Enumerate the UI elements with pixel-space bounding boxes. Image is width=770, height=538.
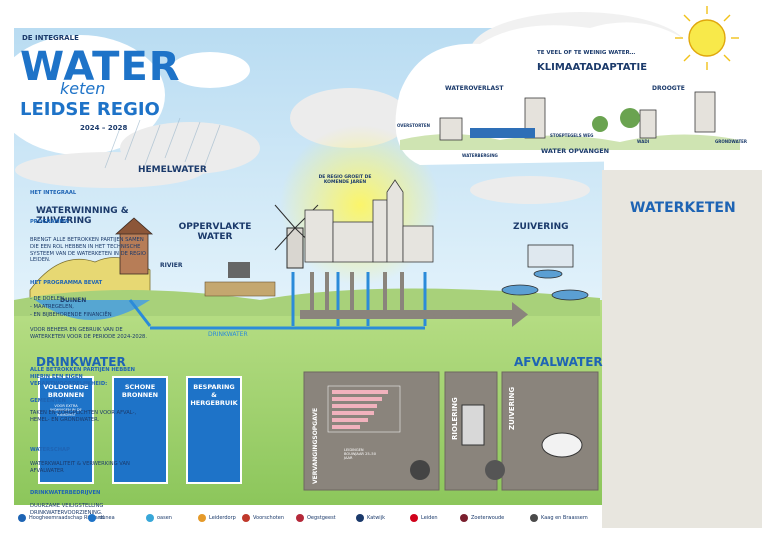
footer-logo-text: Zoeterwoude: [471, 515, 505, 521]
card-title: SCHONE BRONNEN: [121, 383, 159, 399]
footer-logo: Katwijk: [356, 510, 385, 526]
header-title-water: WATER: [20, 44, 181, 90]
climate-label-water-opvangen: WATER OPVANGEN: [541, 147, 610, 155]
footer-logo-text: Voorschoten: [253, 515, 284, 521]
sidebar-drinkwater-text: DUURZAME VEILIGSTELLING DRINKWATERVOORZI…: [30, 503, 104, 516]
footer-logo-text: Katwijk: [367, 515, 385, 521]
climate-label-stoeptegels: STOEPTEGELS WEG: [550, 133, 594, 138]
climate-label-overschot: WATEROVERLAST: [445, 85, 504, 92]
sidebar-waterschap-head: WATERSCHAP: [30, 447, 70, 453]
header-period: 2024 – 2028: [80, 124, 128, 132]
card-title: VOLDOENDE BRONNEN: [43, 383, 89, 399]
afvalwater-riolering-label: RIOLERING: [451, 397, 459, 440]
label-zuivering: ZUIVERING: [513, 222, 569, 232]
card-subtitle: VOOR EXTRA WONINGEN IN DE TOEKOMST: [50, 404, 82, 417]
sidebar-bevat-tail: VOOR BEHEER EN GEBRUIK VAN DE WATERKETEN…: [30, 327, 147, 340]
sidebar-bevat-item: - MAATREGELEN,: [30, 304, 74, 310]
afvalwater-chart-legend: LEIDINGEN BOUWJAAR 25–50 JAAR: [344, 448, 377, 461]
rain: [104, 117, 221, 169]
drinkwater-card-besparing: BESPARING & HERGEBRUIK: [186, 376, 242, 484]
afvalwater-vervanging-label: VERVANGINGSOPGAVE: [312, 407, 319, 484]
sidebar-title-sub: PROGRAMMA: [30, 219, 69, 225]
label-rivier: RIVIER: [160, 262, 183, 269]
label-regio-groeit: DE REGIO GROEIT DE KOMENDE JAREN: [318, 175, 372, 186]
footer-logo: oasen: [146, 510, 172, 526]
sidebar-intro: BRENGT ALLE BETROKKEN PARTIJEN SAMEN DIE…: [30, 237, 147, 264]
climate-title: KLIMAATADAPTATIE: [537, 62, 648, 73]
sidebar-bevat-head: HET PROGRAMMA BEVAT: [30, 280, 103, 286]
footer-logo-text: dunea: [99, 515, 115, 521]
header-title-keten: keten: [60, 79, 106, 98]
climate-label-overstorten: OVERSTORTEN: [397, 123, 430, 128]
footer-logo: Leiderdorp: [198, 510, 236, 526]
climate-label-grondwater: GRONDWATER: [715, 139, 747, 144]
footer-logo: dunea: [88, 510, 115, 526]
label-oppervlaktewater: OPPERVLAKTE WATER: [178, 222, 252, 243]
vervanging-bars: [332, 390, 388, 429]
climate-label-waterberging: WATERBERGING: [462, 153, 498, 158]
water-tower: [114, 217, 154, 275]
label-hemelwater: HEMELWATER: [138, 165, 207, 175]
card-title: BESPARING & HERGEBRUIK: [190, 383, 238, 407]
footer-logo-text: Leiderdorp: [209, 515, 236, 521]
zuivering-panel: [501, 371, 599, 491]
sidebar-bevat-item: - DE DOELEN,: [30, 296, 66, 302]
label-waterwinning: WATERWINNING & ZUIVERING: [36, 206, 129, 227]
afvalwater-pipe: [300, 272, 528, 327]
climate-kicker: Te veel of te weinig water…: [537, 50, 636, 56]
footer-logo: Leiden: [410, 510, 438, 526]
windmill: [274, 204, 319, 269]
afvalwater-title: AFVALWATER: [514, 355, 603, 369]
climate-label-wadi: WADI: [637, 139, 650, 144]
sidebar-panel: [602, 170, 762, 528]
sidebar-waterschap-text: WATERKWALITEIT & VERWERKING VAN AFVALWAT…: [30, 461, 130, 474]
footer-logo: Zoeterwoude: [460, 510, 504, 526]
climate-label-droogte: DROOGTE: [652, 85, 685, 92]
label-afvalwater-flow: AFVALWATER: [432, 313, 472, 320]
sidebar-title: WATERKETEN: [630, 200, 736, 216]
sidebar-bevat-item: - EN BIJBEHORENDE FINANCIËN: [30, 312, 112, 318]
sidebar-gemeenten-head: GEMEENTEN: [30, 398, 66, 404]
drinkwater-title: DRINKWATER: [36, 355, 126, 369]
label-duinen: DUINEN: [60, 297, 87, 304]
footer-logo: Hoogheemraadschap Rijnland: [18, 510, 104, 526]
footer-logo-text: Oegstgeest: [307, 515, 336, 521]
header-kicker: De integrale: [22, 34, 79, 42]
footer-logo-text: Leiden: [421, 515, 438, 521]
footer-logo: Kaag en Braassem: [530, 510, 588, 526]
afvalwater-zuivering-label: ZUIVERING: [508, 386, 516, 430]
footer-logo: Oegstgeest: [296, 510, 336, 526]
sun-icon: [675, 6, 739, 70]
sidebar-partijen-head: ALLE BETROKKEN PARTIJEN HEBBEN HIERIN EE…: [30, 367, 136, 387]
sidebar-kicker: HET INTEGRAAL: [30, 190, 77, 196]
treatment-plant: [501, 244, 589, 301]
footer-logo-text: oasen: [157, 515, 172, 521]
footer-strip: [14, 505, 602, 533]
footer-logo-text: Kaag en Braassem: [541, 515, 588, 521]
sidebar-gemeenten-text: TAKEN EN ZORGPLICHTEN VOOR AFVAL-, HEMEL…: [30, 410, 137, 423]
label-drinkwater-flow: DRINKWATER: [208, 331, 248, 338]
sidebar-drinkwater-head: DRINKWATERBEDRIJVEN: [30, 490, 101, 496]
footer-logo: Voorschoten: [242, 510, 284, 526]
footer-logo-text: Hoogheemraadschap Rijnland: [29, 515, 105, 521]
drinkwater-card-schone: SCHONE BRONNEN: [112, 376, 168, 484]
drinkwater-card-voldoende: VOLDOENDE BRONNEN VOOR EXTRA WONINGEN IN…: [38, 376, 94, 484]
header-title-region: LEIDSE REGIO: [20, 99, 160, 120]
city-skyline: [304, 179, 434, 263]
